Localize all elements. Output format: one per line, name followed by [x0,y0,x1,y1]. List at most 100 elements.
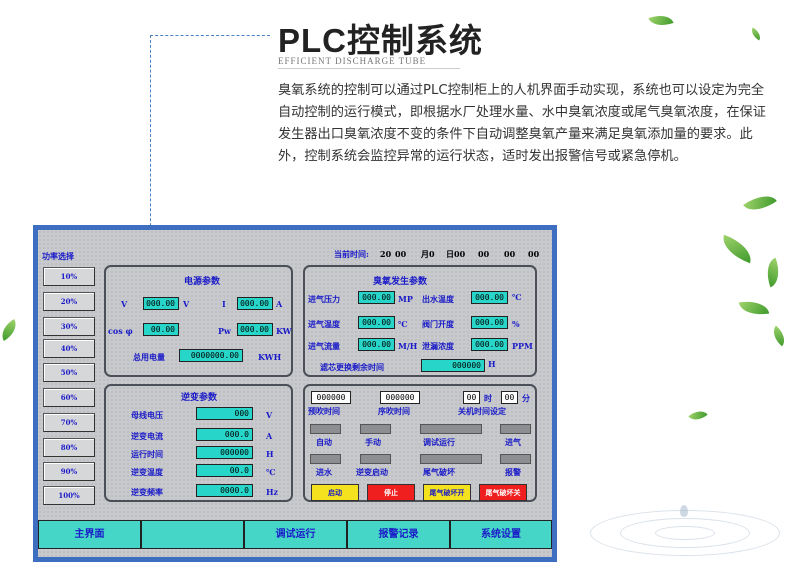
cos-value: 00.00 [143,323,179,336]
power-80-button[interactable]: 80% [43,438,95,457]
water-drop-icon [680,505,688,517]
ripple-decoration [655,526,715,540]
minute-unit: 分 [522,393,530,403]
hmi-screenshot: 功率选择 当前时间: 20 00 月0 日00 00 00 00 10% 20%… [33,225,557,562]
inverter-current-label: 逆变电流 [131,431,163,441]
inverter-current-unit: A [266,431,273,441]
inverter-start-indicator [360,454,391,464]
power-params-title: 电源参数 [184,277,221,287]
hour-unit: 时 [484,393,492,403]
power-50-button[interactable]: 50% [43,363,95,382]
power-40-button[interactable]: 40% [43,339,95,358]
start-button[interactable]: 启动 [311,484,359,501]
page-title: PLC控制系统 [278,22,483,59]
control-panel [303,384,537,502]
exhaust-destroy-on-button[interactable]: 尾气破坏开 [423,484,471,501]
nav-debug-run[interactable]: 调试运行 [244,520,347,549]
run-time-unit: H [266,449,274,459]
leaf-icon [0,318,22,342]
ripple-decoration [620,518,750,548]
leak-conc-value: 000.00 [471,338,508,351]
power-60-button[interactable]: 60% [43,388,95,407]
page-subtitle: EFFICIENT DISCHARGE TUBE [278,56,427,66]
power-70-button[interactable]: 70% [43,413,95,432]
bus-voltage-value: 000 [196,407,253,420]
power-20-button[interactable]: 20% [43,292,95,311]
inlet-flow-label: 进气流量 [308,341,340,351]
inlet-flow-unit: M/H [398,341,418,351]
shutdown-hour-input[interactable]: 00 [463,391,480,404]
inlet-temp-unit: ℃ [398,319,408,329]
filter-remaining-value: 000000 [421,359,485,372]
inverter-temp-label: 逆变温度 [131,467,163,477]
bus-voltage-unit: V [266,410,273,420]
pre-blow-value[interactable]: 000000 [311,391,351,404]
inverter-current-value: 000.0 [196,428,253,441]
manual-indicator [360,424,391,434]
inverter-temp-value: 00.0 [196,464,253,477]
inverter-start-label: 逆变启动 [356,467,388,477]
i-value: 000.00 [237,297,273,310]
filter-remaining-label: 滤芯更换剩余时间 [320,362,384,372]
dashed-connector-h [150,35,270,36]
nav-blank[interactable] [141,520,244,549]
nav-main-screen[interactable]: 主界面 [38,520,141,549]
pw-label: Pw [218,326,231,336]
power-select-title: 功率选择 [42,251,74,261]
intake-label: 进气 [505,437,521,447]
debug-label: 调试运行 [423,437,455,447]
outlet-water-temp-value: 000.00 [471,291,508,304]
inlet-pressure-value: 000.00 [358,291,395,304]
exhaust-destroy-indicator [420,454,482,464]
water-in-indicator [310,454,341,464]
leaf-icon [738,297,770,319]
shutdown-minute-input[interactable]: 00 [501,391,518,404]
inverter-params-panel: 逆变参数 母线电压 000 V 逆变电流 000.0 A 运行时间 000000… [104,384,293,502]
total-power-label: 总用电量 [133,352,165,362]
inlet-flow-value: 000.00 [358,338,395,351]
leak-conc-label: 泄漏浓度 [422,341,454,351]
pre-blow-label: 预吹时间 [308,406,340,416]
pw-unit: KW [276,326,292,336]
total-power-value: 0000000.00 [179,349,243,362]
v-value: 000.00 [143,297,179,310]
hmi-screen: 功率选择 当前时间: 20 00 月0 日00 00 00 00 10% 20%… [38,230,552,557]
i-label: I [222,299,226,309]
bus-voltage-label: 母线电压 [131,410,163,420]
dashed-connector-v [150,35,151,241]
total-power-unit: KWH [258,352,282,362]
inlet-temp-value: 000.00 [358,316,395,329]
time-hour: 00 [478,249,490,259]
i-unit: A [276,299,283,309]
description-text: 臭氧系统的控制可以通过PLC控制柜上的人机界面手动实现，系统也可以设定为完全自动… [278,83,766,164]
inlet-pressure-unit: MP [398,294,413,304]
ozone-title: 臭氧发生参数 [373,277,428,287]
water-in-label: 进水 [316,467,332,477]
leaf-icon [761,257,785,288]
alarm-indicator [500,454,531,464]
leaf-icon [717,234,757,264]
leaf-icon [768,325,790,347]
time-minute: 00 [504,249,516,259]
power-90-button[interactable]: 90% [43,462,95,481]
leak-conc-unit: PPM [512,341,533,351]
post-blow-value[interactable]: 000000 [380,391,420,404]
auto-indicator [310,424,341,434]
inverter-temp-unit: ℃ [266,467,276,477]
pw-value: 000.00 [237,323,273,336]
stop-button[interactable]: 停止 [367,484,415,501]
time-year: 20 [380,249,392,259]
time-day: 日00 [446,249,466,259]
leaf-icon [648,10,674,31]
nav-alarm-records[interactable]: 报警记录 [347,520,450,549]
power-10-button[interactable]: 10% [43,267,95,286]
inverter-title: 逆变参数 [181,393,218,403]
power-100-button[interactable]: 100% [43,486,95,505]
inverter-freq-unit: Hz [266,487,279,497]
power-30-button[interactable]: 30% [43,317,95,336]
leaf-icon [743,187,777,219]
v-unit: V [183,299,190,309]
nav-system-settings[interactable]: 系统设置 [450,520,552,549]
v-label: V [121,299,128,309]
exhaust-destroy-off-button[interactable]: 尾气破坏关 [479,484,527,501]
